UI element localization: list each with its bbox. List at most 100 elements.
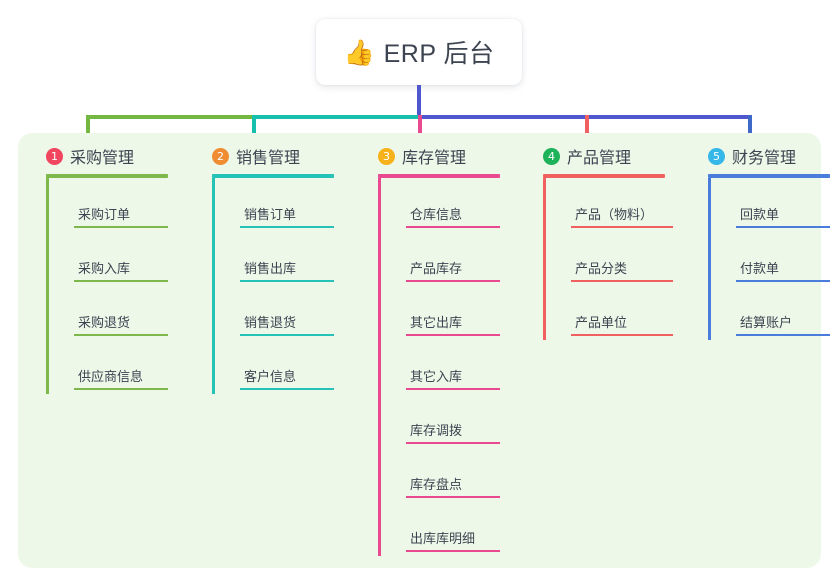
- branch-items-finance: 回款单付款单结算账户: [708, 178, 839, 340]
- branch-item-label: 库存调拨: [410, 423, 463, 438]
- branch-item[interactable]: 销售出库: [240, 232, 350, 286]
- branch-item[interactable]: 回款单: [736, 178, 839, 232]
- branch-item-rule: [406, 550, 500, 552]
- branch-header-product[interactable]: 4 产品管理: [521, 144, 681, 168]
- branch-header-inventory[interactable]: 3 库存管理: [356, 144, 516, 168]
- branch-item[interactable]: 结算账户: [736, 286, 839, 340]
- branch-item-label: 付款单: [740, 261, 780, 276]
- branch-item[interactable]: 销售订单: [240, 178, 350, 232]
- connector-segment-indigo: [418, 115, 750, 119]
- branch-title-inventory: 库存管理: [402, 150, 467, 167]
- branch-item-rule: [736, 334, 830, 336]
- connector-drop-inventory: [418, 115, 422, 145]
- branch-item-rule: [406, 280, 500, 282]
- branches-panel: [18, 133, 821, 568]
- branch-header-sales[interactable]: 2 销售管理: [190, 144, 350, 168]
- connector-segment-green: [86, 115, 254, 119]
- branch-header-rule-sales: [212, 174, 334, 178]
- branch-item-label: 仓库信息: [410, 207, 463, 222]
- root-node-title: ERP 后台: [383, 40, 495, 68]
- branch-item-rule: [406, 496, 500, 498]
- branch-item-rule: [571, 280, 673, 282]
- branch-spine-sales: [212, 178, 215, 394]
- branch-item-label: 客户信息: [244, 369, 297, 384]
- branch-item[interactable]: 产品（物料）: [571, 178, 681, 232]
- branch-item-label: 回款单: [740, 207, 780, 222]
- branch-item[interactable]: 付款单: [736, 232, 839, 286]
- branch-item[interactable]: 采购订单: [74, 178, 184, 232]
- branch-item-label: 产品（物料）: [575, 207, 654, 222]
- branch-item[interactable]: 产品库存: [406, 232, 516, 286]
- branch-item[interactable]: 采购入库: [74, 232, 184, 286]
- branch-item-rule: [406, 442, 500, 444]
- branch-item-rule: [74, 226, 168, 228]
- branch-header-rule-inventory: [378, 174, 500, 178]
- branch-header-rule-purchase: [46, 174, 168, 178]
- branch-item[interactable]: 产品单位: [571, 286, 681, 340]
- branch-item-rule: [571, 334, 673, 336]
- connector-segment-teal: [252, 115, 420, 119]
- branch-column-product: 4 产品管理产品（物料） 产品分类产品单位: [521, 144, 681, 340]
- branch-badge-inventory: 3: [378, 147, 395, 165]
- branch-item-rule: [571, 226, 673, 228]
- branch-item-label: 其它出库: [410, 315, 463, 330]
- branch-item-label: 出库库明细: [410, 531, 476, 546]
- branch-header-rule-finance: [708, 174, 830, 178]
- branch-item-rule: [74, 334, 168, 336]
- branch-item-rule: [240, 334, 334, 336]
- branch-item[interactable]: 其它出库: [406, 286, 516, 340]
- connector-drop-finance: [748, 115, 752, 145]
- branch-item[interactable]: 客户信息: [240, 340, 350, 394]
- branch-item-rule: [736, 280, 830, 282]
- root-node[interactable]: 👍 ERP 后台: [316, 19, 522, 85]
- branch-item-label: 产品单位: [575, 315, 628, 330]
- connector-drop-product: [585, 115, 589, 145]
- branch-item-label: 采购订单: [78, 207, 131, 222]
- branch-title-purchase: 采购管理: [70, 150, 135, 167]
- connector-drop-sales: [252, 115, 256, 145]
- branch-header-purchase[interactable]: 1 采购管理: [24, 144, 184, 168]
- branch-spine-inventory: [378, 178, 381, 556]
- branch-badge-product: 4: [543, 147, 560, 165]
- branch-item-rule: [406, 388, 500, 390]
- branch-item[interactable]: 出库库明细: [406, 502, 516, 556]
- branch-item[interactable]: 销售退货: [240, 286, 350, 340]
- branch-item-rule: [74, 388, 168, 390]
- branch-spine-finance: [708, 178, 711, 340]
- branch-item-label: 产品分类: [575, 261, 628, 276]
- root-connector-line: [417, 85, 421, 118]
- branch-item-rule: [240, 388, 334, 390]
- branch-item-label: 供应商信息: [78, 369, 144, 384]
- branch-item-label: 销售退货: [244, 315, 297, 330]
- branch-spine-purchase: [46, 178, 49, 394]
- branch-item[interactable]: 采购退货: [74, 286, 184, 340]
- branch-item[interactable]: 其它入库: [406, 340, 516, 394]
- branch-item[interactable]: 产品分类: [571, 232, 681, 286]
- branch-item[interactable]: 供应商信息: [74, 340, 184, 394]
- branch-item-rule: [240, 226, 334, 228]
- branch-item[interactable]: 库存调拨: [406, 394, 516, 448]
- branch-items-product: 产品（物料） 产品分类产品单位: [543, 178, 681, 340]
- branch-item-label: 结算账户: [740, 315, 793, 330]
- branch-badge-finance: 5: [708, 147, 725, 165]
- branch-item-rule: [736, 226, 830, 228]
- branch-column-sales: 2 销售管理销售订单销售出库销售退货客户信息: [190, 144, 350, 394]
- branch-title-product: 产品管理: [567, 150, 632, 167]
- branch-item-label: 其它入库: [410, 369, 463, 384]
- branch-item-label: 销售订单: [244, 207, 297, 222]
- branch-item-rule: [406, 226, 500, 228]
- thumbs-up-icon: 👍: [343, 38, 375, 67]
- connector-drop-purchase: [86, 115, 90, 145]
- branch-badge-sales: 2: [212, 147, 229, 165]
- branch-badge-purchase: 1: [46, 147, 63, 165]
- branch-item[interactable]: 库存盘点: [406, 448, 516, 502]
- branch-items-inventory: 仓库信息产品库存其它出库其它入库库存调拨库存盘点出库库明细: [378, 178, 516, 556]
- branch-item[interactable]: 仓库信息: [406, 178, 516, 232]
- branch-column-inventory: 3 库存管理仓库信息产品库存其它出库其它入库库存调拨库存盘点出库库明细: [356, 144, 516, 556]
- branch-items-purchase: 采购订单采购入库采购退货供应商信息: [46, 178, 184, 394]
- branch-title-sales: 销售管理: [236, 150, 301, 167]
- branch-item-label: 销售出库: [244, 261, 297, 276]
- branch-column-purchase: 1 采购管理采购订单采购入库采购退货供应商信息: [24, 144, 184, 394]
- branch-item-label: 库存盘点: [410, 477, 463, 492]
